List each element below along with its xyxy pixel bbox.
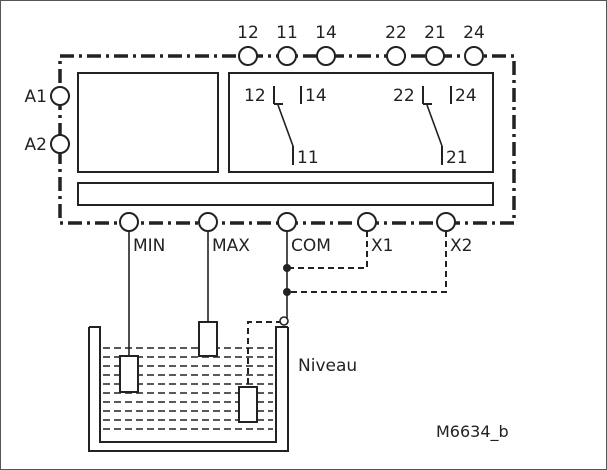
tank	[88, 316, 289, 452]
com-probe	[238, 386, 258, 423]
supply-block	[77, 72, 219, 173]
x1-jumper	[287, 231, 368, 269]
contact-2-label-21: 21	[446, 148, 468, 168]
tank-outer-wall	[88, 327, 289, 452]
terminal-label-com: COM	[291, 236, 331, 256]
terminal-14-circle[interactable]	[316, 46, 336, 66]
terminal-x2-circle[interactable]	[436, 212, 456, 232]
terminal-24-circle[interactable]	[464, 46, 484, 66]
terminal-label-min: MIN	[133, 236, 165, 256]
terminal-a1-circle[interactable]	[50, 86, 70, 106]
terminal-21-circle[interactable]	[425, 46, 445, 66]
bottom-terminals	[119, 212, 456, 232]
max-probe	[198, 321, 218, 357]
tank-inner-wall	[89, 326, 288, 443]
junction-dot-x1	[283, 264, 291, 272]
terminal-label-a2: A2	[25, 135, 47, 155]
terminal-a2-circle[interactable]	[50, 134, 70, 154]
contact-1-switch-arm	[277, 104, 294, 147]
contact-2-label-22: 22	[393, 86, 415, 106]
terminal-12-circle[interactable]	[238, 46, 258, 66]
min-probe	[119, 355, 139, 393]
terminal-11-circle[interactable]	[277, 46, 297, 66]
contact-block	[228, 72, 494, 173]
terminal-label-24: 24	[463, 23, 485, 43]
contact-2-label-24: 24	[455, 86, 477, 106]
contact-1-label-11: 11	[297, 148, 319, 168]
x2-jumper	[287, 231, 447, 293]
terminal-22-circle[interactable]	[386, 46, 406, 66]
contact-2-switch-arm	[426, 104, 443, 147]
junction-dot-x2	[283, 288, 291, 296]
terminal-label-14: 14	[315, 23, 337, 43]
terminal-com-circle[interactable]	[277, 212, 297, 232]
bottom-terminal-labels: MIN MAX COM X1 X2	[133, 236, 472, 256]
top-terminal-labels: 12 11 14 22 21 24	[237, 23, 485, 43]
terminal-label-max: MAX	[212, 236, 250, 256]
terminal-min-circle[interactable]	[119, 212, 139, 232]
terminal-label-11: 11	[276, 23, 298, 43]
terminal-x1-circle[interactable]	[357, 212, 377, 232]
relay-housing	[58, 54, 516, 225]
electronics-bar	[77, 182, 494, 206]
terminal-label-12: 12	[237, 23, 259, 43]
terminal-label-22: 22	[385, 23, 407, 43]
top-terminals	[238, 46, 484, 66]
supply-terminals: A1 A2	[25, 86, 70, 155]
contact-1: 12 14 11	[244, 86, 327, 168]
com-tank-connector	[279, 316, 289, 326]
figure-code: M6634_b	[436, 422, 509, 442]
terminal-label-a1: A1	[25, 87, 47, 107]
terminal-label-x2: X2	[450, 236, 472, 256]
contact-1-label-12: 12	[244, 86, 266, 106]
terminal-max-circle[interactable]	[198, 212, 218, 232]
contact-2: 22 24 21	[393, 86, 477, 168]
tank-label: Niveau	[298, 356, 357, 376]
terminal-label-21: 21	[424, 23, 446, 43]
com-electrode-wire	[247, 321, 282, 387]
contact-1-label-14: 14	[305, 86, 327, 106]
terminal-label-x1: X1	[371, 236, 393, 256]
